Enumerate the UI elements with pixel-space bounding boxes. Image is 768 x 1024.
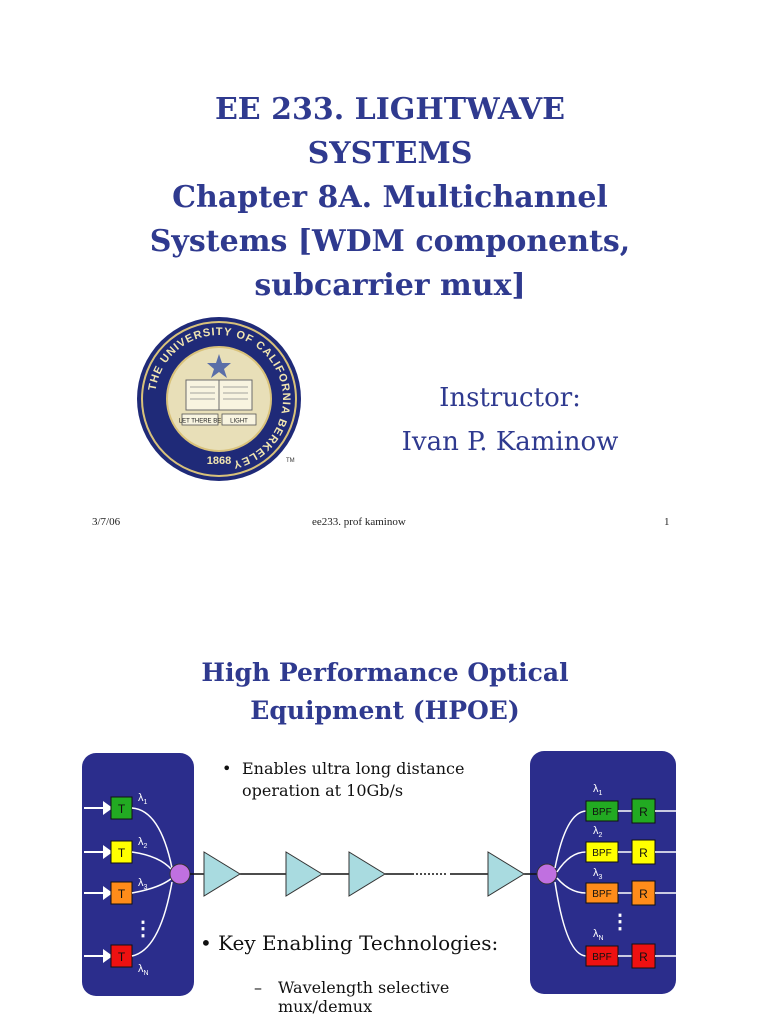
mux-coupler [169,863,191,885]
wavelength-label-2: λ2 [593,825,603,839]
bullet-marker: • [222,759,232,778]
slide2-title: High Performance Optical Equipment (HPOE… [130,654,640,730]
bullet-text: Key Enabling Technologies: [218,931,499,955]
filter-label: BPF [592,889,611,900]
wavelength-label-3: λ3 [138,877,148,891]
slide1-title: EE 233. LIGHTWAVE SYSTEMS Chapter 8A. Mu… [90,88,690,308]
slide1-title-line: subcarrier mux] [254,268,526,303]
transmitter-1: T [110,796,133,820]
slide1-title-line: Systems [WDM components, [149,224,631,259]
bullet-key-technologies: • Key Enabling Technologies: [200,930,498,956]
transmitter-n: T [110,944,133,968]
instructor-block: Instructor: Ivan P. Kaminow [360,376,660,464]
transmitter-label: T [118,887,126,901]
university-seal-logo: THE UNIVERSITY OF CALIFORNIA BERKELEY LE… [137,317,301,481]
footer-page-number: 1 [664,516,670,528]
transmitter-label: T [118,950,126,964]
filter-label: BPF [592,807,611,818]
wavelength-label-n: λN [593,928,604,942]
wdm-system-diagram: T T T T λ1 λ2 λ3 λN ⋮ [82,751,676,996]
sub-bullet-text-line: mux/demux [278,997,373,1016]
footer-course: ee233. prof kaminow [312,516,406,528]
receiver-label: R [639,805,648,819]
seal-trademark: TM [286,458,295,464]
wavelength-label-1: λ1 [593,783,603,797]
transmitter-3: T [110,881,133,905]
right-wavelength-labels: λ1 λ2 λ3 λN [593,783,604,942]
left-wavelength-labels: λ1 λ2 λ3 λN [138,792,149,977]
right-fibers [554,810,587,957]
transmitter-label: T [118,846,126,860]
bullet-text-line: Enables ultra long distance [242,759,465,778]
transmitter-label: T [118,802,126,816]
input-arrows [84,801,113,963]
transmitter-panel [82,753,194,996]
receiver-label: R [639,846,648,860]
instructor-label: Instructor: [439,383,581,413]
output-lines [655,810,676,957]
receiver-3: R [631,880,656,906]
filter-receiver-links [618,810,632,957]
wavelength-label-3: λ3 [593,867,603,881]
filter-label: BPF [592,952,611,963]
demux-coupler [536,863,558,885]
slide2-title-line: High Performance Optical [201,658,569,687]
receiver-1: R [631,798,656,824]
slide1-title-line: Chapter 8A. Multichannel [172,180,608,215]
sub-bullet-text-line: Wavelength selective [278,978,450,997]
seal-banner-left: LET THERE BE [179,419,221,425]
receiver-n: R [631,943,656,969]
bandpass-filter-3: BPF [585,882,619,904]
slide1-title-line: SYSTEMS [307,136,473,171]
seal-banner-right: LIGHT [230,419,248,425]
bandpass-filter-1: BPF [585,800,619,822]
seal-year: 1868 [207,455,231,467]
filter-label: BPF [592,848,611,859]
footer-date: 3/7/06 [92,516,121,528]
wavelength-label-2: λ2 [138,836,148,850]
wavelength-label-1: λ1 [138,792,148,806]
transmitter-2: T [110,840,133,864]
slide1-title-line: EE 233. LIGHTWAVE [214,92,566,127]
receiver-label: R [639,950,648,964]
right-continuation-dots: ⋮ [610,911,630,933]
sub-bullet-marker: – [254,978,262,997]
bandpass-filter-2: BPF [585,841,619,863]
amplifier-1 [203,851,241,897]
bullet-marker: • [200,931,212,955]
slide2-title-line: Equipment (HPOE) [250,696,520,725]
amplifier-3 [348,851,386,897]
receiver-label: R [639,887,648,901]
left-continuation-dots: ⋮ [133,918,153,940]
bandpass-filter-n: BPF [585,945,619,967]
instructor-name: Ivan P. Kaminow [401,427,619,457]
left-fibers [131,807,173,957]
amplifier-4 [487,851,525,897]
amplifier-2 [285,851,323,897]
receiver-2: R [631,839,656,865]
bullet-text-line: operation at 10Gb/s [242,781,404,800]
wavelength-label-n: λN [138,963,149,977]
